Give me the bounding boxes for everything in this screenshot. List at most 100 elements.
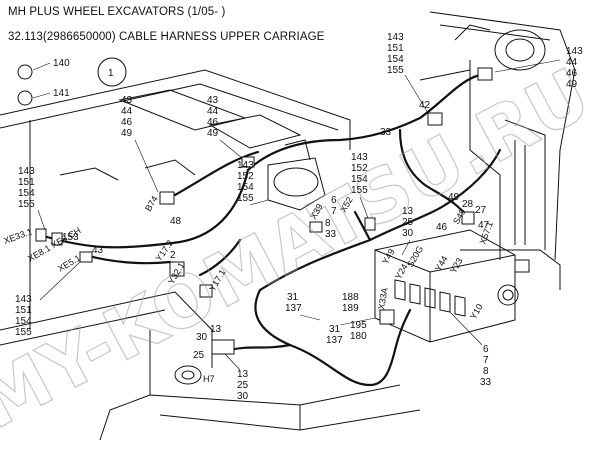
ground-terminal [211, 339, 235, 355]
svg-text:137: 137 [326, 335, 343, 346]
callout-13: 13 [210, 324, 222, 335]
svg-text:46: 46 [566, 68, 578, 79]
svg-text:152: 152 [351, 163, 368, 174]
svg-text:B74: B74 [143, 194, 160, 213]
svg-text:143: 143 [387, 32, 404, 43]
callout-46: 46 [436, 222, 448, 233]
svg-text:30: 30 [402, 228, 414, 239]
connector-top [427, 112, 443, 126]
svg-text:151: 151 [18, 177, 35, 188]
sensor-S49 [461, 211, 475, 225]
svg-text:154: 154 [18, 188, 35, 199]
svg-text:6: 6 [483, 344, 489, 355]
svg-text:46: 46 [207, 117, 219, 128]
svg-text:155: 155 [387, 65, 404, 76]
svg-text:44: 44 [207, 106, 219, 117]
svg-text:49: 49 [121, 128, 133, 139]
solenoid-Y32 [199, 284, 213, 298]
watermark-text: MY-KOMATSU.RU [0, 52, 600, 445]
svg-text:143: 143 [351, 152, 368, 163]
callout-47: 47 [478, 220, 490, 231]
svg-text:151: 151 [387, 43, 404, 54]
svg-text:25: 25 [237, 380, 249, 391]
ref-Y10: Y10 [468, 302, 485, 321]
svg-text:189: 189 [342, 303, 359, 314]
ref-S20G: S20G [405, 244, 425, 269]
svg-text:44: 44 [566, 57, 578, 68]
callout-43-right: 143 [566, 46, 583, 57]
callout-30: 30 [196, 332, 208, 343]
svg-text:27: 27 [475, 205, 487, 216]
svg-text:152: 152 [237, 171, 254, 182]
callout-group-14: 31 137 [285, 292, 302, 314]
svg-text:49: 49 [566, 79, 578, 90]
callout-group-6: 143 152 154 155 [351, 152, 368, 196]
callout-33: 33 [380, 127, 392, 138]
callout-140: 140 [53, 58, 70, 69]
callout-group-1: 43 44 46 49 [121, 95, 133, 139]
connector-cab [477, 67, 493, 81]
leader-lines [32, 59, 561, 371]
svg-text:49: 49 [448, 192, 460, 203]
cable-harness [38, 73, 502, 387]
connector-XE5 [79, 251, 93, 263]
callout-48: 48 [170, 216, 182, 227]
svg-text:155: 155 [15, 327, 32, 338]
callout-group-10: 188 189 [342, 292, 359, 314]
diagram-title: MH PLUS WHEEL EXCAVATORS (1/05- ) [8, 6, 226, 18]
svg-text:155: 155 [18, 199, 35, 210]
svg-text:137: 137 [285, 303, 302, 314]
svg-text:143: 143 [237, 160, 254, 171]
callout-group-3: 43 44 46 49 [207, 95, 219, 139]
svg-text:31: 31 [329, 324, 341, 335]
callout-group-8: 13 25 30 [402, 206, 414, 239]
svg-text:43: 43 [121, 95, 133, 106]
svg-text:30: 30 [237, 391, 249, 402]
connector-XE33 [35, 228, 47, 242]
callout-6: 6 [331, 195, 337, 206]
callout-43: 43 [92, 245, 104, 256]
svg-text:155: 155 [351, 185, 368, 196]
svg-text:43: 43 [207, 95, 219, 106]
svg-text:154: 154 [237, 182, 254, 193]
callout-153: 153 [62, 232, 79, 243]
connector-X52 [364, 217, 376, 231]
solenoid-Y17 [169, 261, 185, 277]
callout-group-2: 143 151 154 155 [387, 32, 404, 76]
svg-text:151: 151 [15, 305, 32, 316]
callout-42: 42 [419, 100, 431, 111]
diagram-subtitle: 32.113(2986650000) CABLE HARNESS UPPER C… [8, 31, 325, 43]
callout-2: 2 [170, 250, 176, 261]
callout-group-12: 6 7 8 33 [480, 344, 492, 388]
callout-group-4: 143 151 154 155 [18, 166, 35, 210]
svg-text:195: 195 [350, 320, 367, 331]
callout-7: 7 [331, 206, 337, 217]
svg-text:13: 13 [402, 206, 414, 217]
svg-text:33: 33 [480, 377, 492, 388]
svg-text:188: 188 [342, 292, 359, 303]
callout-141: 141 [53, 88, 70, 99]
callout-33b: 33 [325, 229, 337, 240]
callout-group-9: 49 28 27 [448, 192, 487, 216]
svg-text:28: 28 [462, 199, 474, 210]
svg-text:143: 143 [15, 294, 32, 305]
callout-group-11: 195 180 [350, 320, 367, 342]
connector-XE8 [51, 232, 63, 246]
callout-group-13: 13 25 30 [237, 369, 249, 402]
connector-X22 [241, 156, 255, 168]
ref-Y49: Y49 [380, 247, 397, 266]
svg-text:155: 155 [237, 193, 254, 204]
svg-text:46: 46 [121, 117, 133, 128]
ref-X33A: X33A [376, 287, 390, 310]
svg-text:143: 143 [18, 166, 35, 177]
svg-text:44: 44 [121, 106, 133, 117]
ref-H7: H7 [203, 374, 215, 384]
callout-25: 25 [193, 350, 205, 361]
svg-text:154: 154 [15, 316, 32, 327]
ref-XE33-1: XE33.1 [2, 226, 33, 245]
connector-X57 [514, 259, 530, 273]
callout-group-7: 143 151 154 155 [15, 294, 32, 338]
connector-B74 [159, 191, 175, 205]
svg-text:31: 31 [287, 292, 299, 303]
